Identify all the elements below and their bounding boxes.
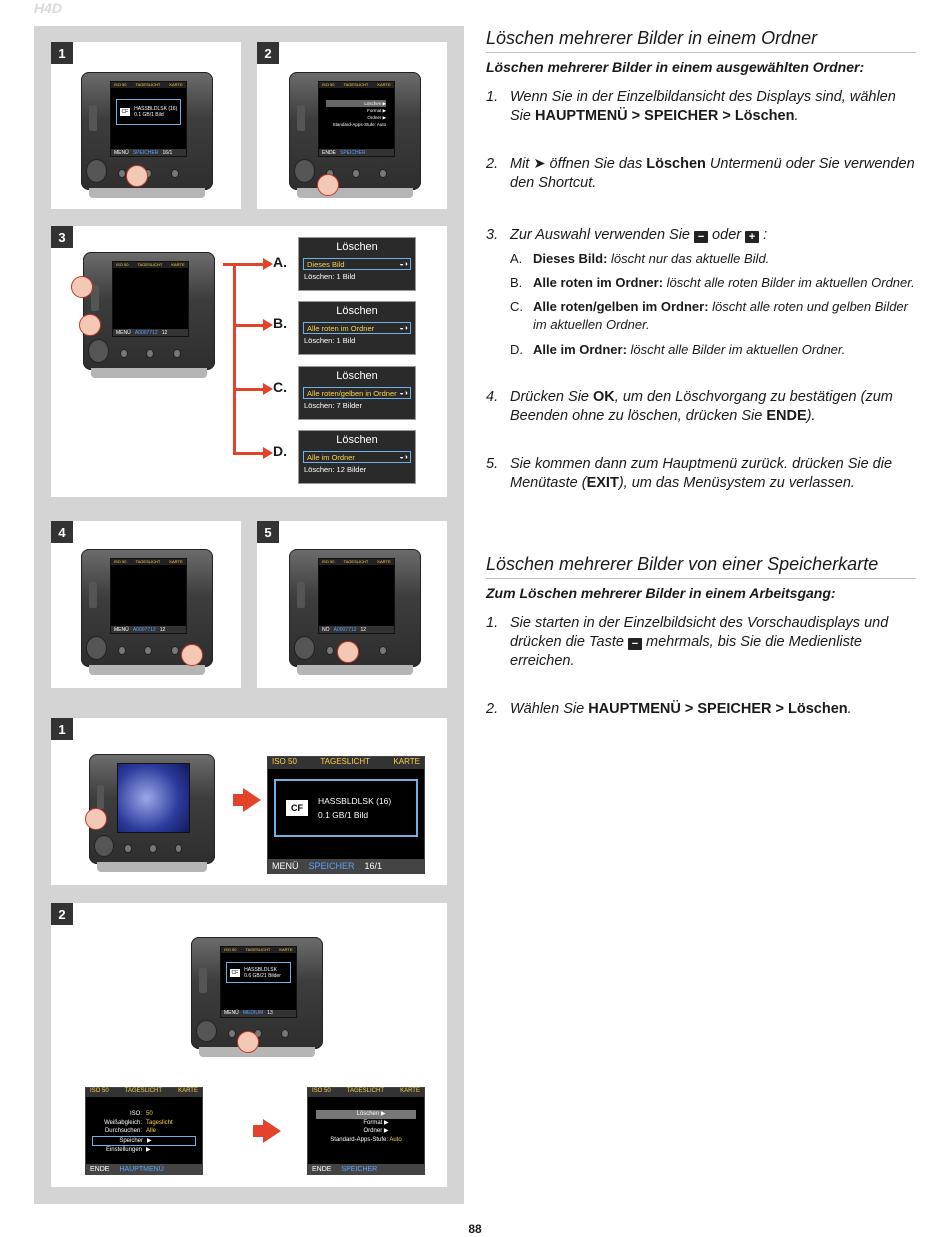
arrow-line — [233, 324, 267, 327]
arrow-right-icon — [263, 383, 273, 395]
page-number: 88 — [468, 1222, 482, 1236]
delete-menu-d: Löschen Alle im Ordner◒◑ Löschen: 12 Bil… — [298, 430, 416, 484]
delete-menu-a: Löschen Dieses Bild◒◑ Löschen: 1 Bild — [298, 237, 416, 291]
card-step-2: 2. Wählen Sie HAUPTMENÜ > SPEICHER > Lös… — [486, 701, 852, 717]
toggle-icon: ◒◑ — [399, 260, 408, 268]
minus-key-icon: − — [694, 231, 709, 243]
step-2: 2. Mit ➤ öffnen Sie das Löschen Untermen… — [486, 156, 915, 191]
finger-press-icon — [79, 314, 101, 336]
step-badge: 5 — [257, 521, 279, 543]
finger-press-icon — [181, 644, 203, 666]
step-5: 5. Sie kommen dann zum Hauptmenü zurück.… — [486, 456, 893, 491]
finger-press-icon — [337, 641, 359, 663]
arrow-right-icon — [263, 258, 273, 270]
option-d: D. Alle im Ordner: löscht alle Bilder im… — [510, 342, 846, 357]
minus-key-icon: − — [627, 638, 642, 650]
step-badge: 1 — [51, 42, 73, 64]
step-badge: 2 — [51, 903, 73, 925]
step-1: 1. Wenn Sie in der Einzelbildansicht des… — [486, 89, 896, 124]
option-label: C. — [273, 379, 287, 395]
arrow-line — [233, 388, 267, 391]
step-4: 4. Drücken Sie OK, um den Löschvorgang z… — [486, 389, 893, 424]
arrow-right-icon — [233, 788, 261, 812]
step-3: 3. Zur Auswahl verwenden Sie − oder + : — [486, 227, 768, 243]
finger-press-icon — [85, 808, 107, 830]
plus-key-icon: + — [745, 231, 760, 243]
arrow-line — [233, 452, 267, 455]
arrow-right-icon — [263, 319, 273, 331]
finger-press-icon — [237, 1031, 259, 1053]
toggle-icon: ◒◑ — [399, 389, 408, 397]
camera-illustration — [89, 754, 215, 872]
section-title: Löschen mehrerer Bilder von einer Speich… — [486, 554, 916, 579]
camera-screen-photo — [116, 762, 190, 834]
option-label: B. — [273, 315, 287, 331]
finger-press-icon — [126, 165, 148, 187]
option-b: B. Alle roten im Ordner: löscht alle rot… — [510, 275, 915, 290]
step-badge: 2 — [257, 42, 279, 64]
delete-menu-c: Löschen Alle roten/gelben in Ordner◒◑ Lö… — [298, 366, 416, 420]
option-label: D. — [273, 443, 287, 459]
option-c: C. Alle roten/gelben im Ordner: löscht a… — [510, 299, 908, 332]
step-badge: 1 — [51, 718, 73, 740]
card-step-1: 1. Sie starten in der Einzelbildsicht de… — [486, 615, 889, 669]
section-subtitle: Löschen mehrerer Bilder in einem ausgewä… — [486, 59, 865, 75]
header-logo: H4D — [34, 0, 63, 16]
section-subtitle: Zum Löschen mehrerer Bilder in einem Arb… — [486, 585, 836, 601]
arrow-right-icon — [263, 447, 273, 459]
arrow-trunk — [233, 266, 236, 455]
option-a: A. Dieses Bild: löscht nur das aktuelle … — [510, 251, 770, 266]
cf-card-icon: CF — [286, 800, 308, 816]
step-badge: 3 — [51, 226, 73, 248]
section-card-delete: Löschen mehrerer Bilder von einer Speich… — [486, 554, 916, 601]
arrow-line — [223, 263, 267, 266]
delete-menu-b: Löschen Alle roten im Ordner◒◑ Löschen: … — [298, 301, 416, 355]
section-title: Löschen mehrerer Bilder in einem Ordner — [486, 28, 916, 53]
toggle-icon: ◒◑ — [399, 453, 408, 461]
section-folder-delete: Löschen mehrerer Bilder in einem Ordner … — [486, 28, 916, 75]
finger-press-icon — [71, 276, 93, 298]
toggle-icon: ◒◑ — [399, 324, 408, 332]
arrow-right-icon — [253, 1119, 281, 1143]
option-label: A. — [273, 254, 287, 270]
step-badge: 4 — [51, 521, 73, 543]
finger-press-icon — [317, 174, 339, 196]
